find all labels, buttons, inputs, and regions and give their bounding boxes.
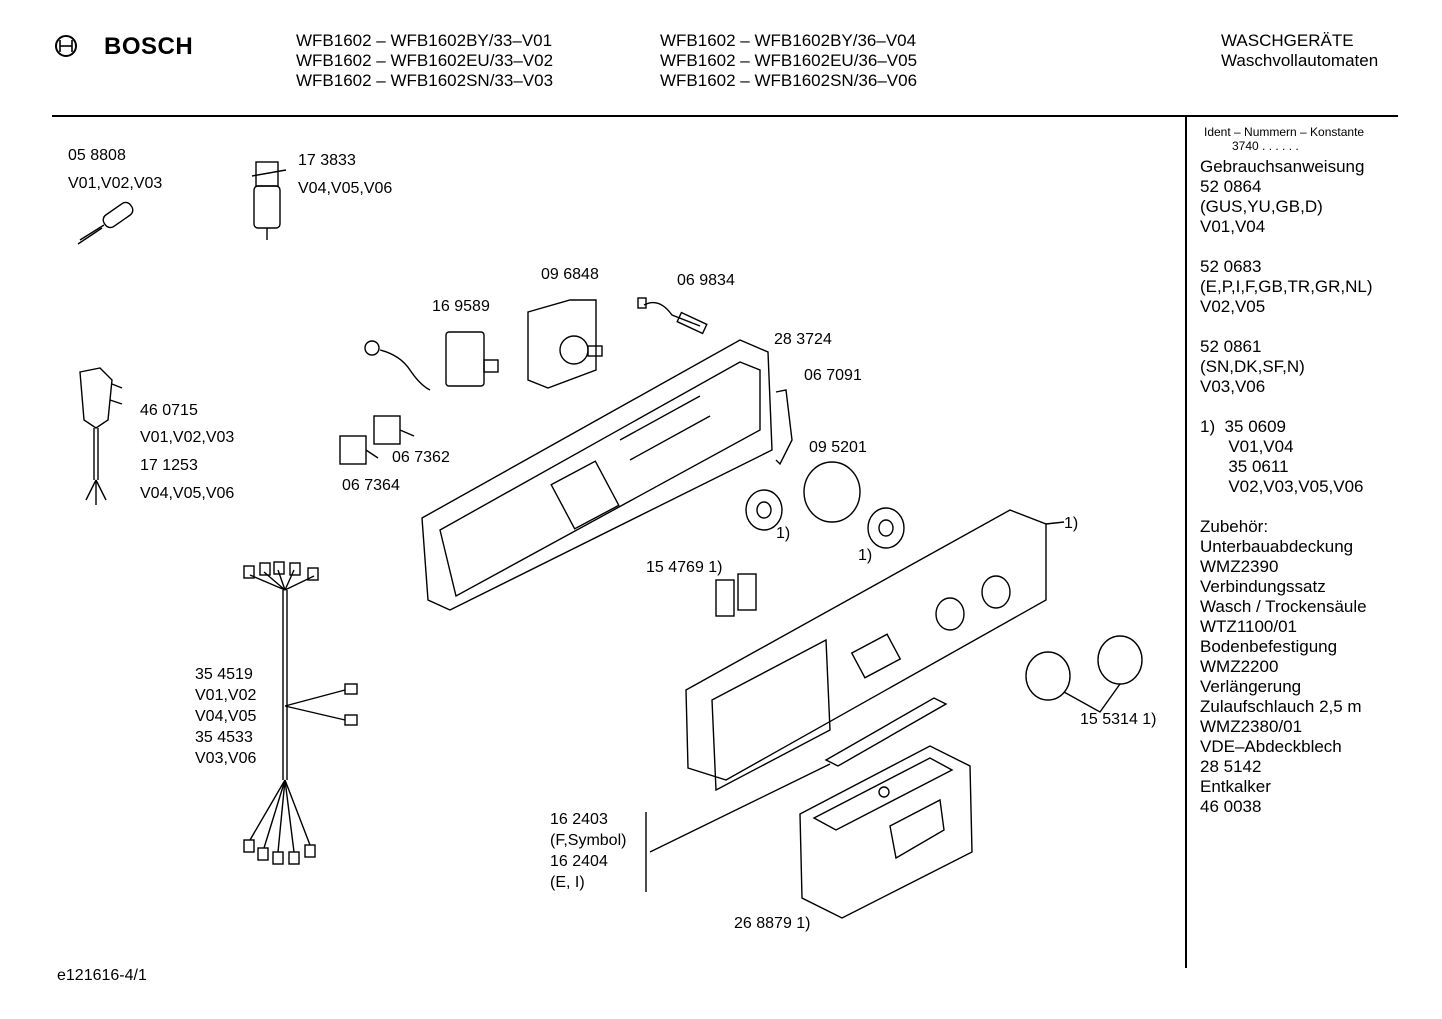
footnote-marker: 1) — [1064, 515, 1079, 532]
part-variant: V03,V06 — [195, 750, 257, 767]
sidebar-line: Unterbauabdeckung — [1200, 537, 1354, 556]
sidebar-line: V03,V06 — [1200, 377, 1266, 396]
sidebar-line: 28 5142 — [1200, 757, 1262, 776]
model-line: WFB1602 – WFB1602EU/36–V05 — [660, 51, 918, 70]
sidebar-line: Zubehör: — [1200, 517, 1269, 536]
model-line: WFB1602 – WFB1602SN/33–V03 — [296, 71, 554, 90]
push-button-part — [715, 573, 757, 617]
sidebar-parts-info: Ident – Nummern – Konstante 3740 . . . .… — [1200, 125, 1373, 817]
wiring-harness-part — [243, 561, 358, 865]
part-label: 35 4519 — [195, 666, 253, 683]
programme-selector-part — [527, 299, 603, 389]
sidebar-line: Entkalker — [1200, 777, 1271, 796]
ident-constant: 3740 . . . . . . — [1232, 139, 1299, 153]
mains-plug-part — [79, 367, 123, 505]
part-label: 17 3833 — [298, 152, 356, 169]
category: WASCHGERÄTE Waschvollautomaten — [1221, 31, 1378, 71]
knob-bushing-part — [745, 461, 905, 549]
part-note: (F,Symbol) — [550, 832, 627, 849]
sidebar-line: Verlängerung — [1200, 677, 1302, 696]
model-line: WFB1602 – WFB1602SN/36–V06 — [660, 71, 918, 90]
model-line: WFB1602 – WFB1602EU/33–V02 — [296, 51, 554, 70]
drawing-id: e121616-4/1 — [57, 967, 147, 984]
sidebar-line: (GUS,YU,GB,D) — [1200, 197, 1323, 216]
sidebar-line: 52 0683 — [1200, 257, 1262, 276]
sidebar-line: V02,V05 — [1200, 297, 1266, 316]
part-variant: V01,V02,V03 — [68, 175, 163, 192]
part-label: 09 6848 — [541, 266, 599, 283]
footnote-marker: 1) — [776, 525, 791, 542]
sidebar-line: Bodenbefestigung — [1200, 637, 1338, 656]
sidebar-line: 52 0861 — [1200, 337, 1262, 356]
model-list-left: WFB1602 – WFB1602BY/33–V01 WFB1602 – WFB… — [296, 31, 553, 91]
push-switch-part — [339, 415, 415, 465]
sidebar-line: 1) 35 0609 — [1200, 417, 1287, 436]
part-label: 06 7364 — [342, 477, 400, 494]
part-label: 06 9834 — [677, 272, 735, 289]
part-variant: V04,V05 — [195, 708, 257, 725]
model-line: WFB1602 – WFB1602BY/36–V04 — [660, 31, 917, 50]
part-label: 09 5201 — [809, 439, 867, 456]
sidebar-line: Zulaufschlauch 2,5 m — [1200, 697, 1362, 716]
part-variant: V01,V02 — [195, 687, 257, 704]
part-label: 06 7091 — [804, 367, 862, 384]
category-line1: WASCHGERÄTE — [1221, 31, 1354, 50]
sidebar-line: Gebrauchsanweisung — [1200, 157, 1365, 176]
part-label: 26 8879 1) — [734, 915, 811, 932]
control-panel-carrier — [421, 339, 773, 611]
part-variant: V04,V05,V06 — [298, 180, 393, 197]
part-label: 15 4769 1) — [646, 559, 723, 576]
part-variant: V04,V05,V06 — [140, 485, 235, 502]
part-label: 16 2403 — [550, 811, 608, 828]
sidebar-line: VDE–Abdeckblech — [1200, 737, 1342, 756]
part-label: 05 8808 — [68, 147, 126, 164]
sidebar-line: V01,V04 — [1200, 217, 1266, 236]
category-line2: Waschvollautomaten — [1221, 51, 1379, 70]
sidebar-line: WMZ2390 — [1200, 557, 1279, 576]
part-variant: V01,V02,V03 — [140, 429, 235, 446]
sidebar-line: (E,P,I,F,GB,TR,GR,NL) — [1200, 277, 1373, 296]
sidebar-line: 35 0611 — [1200, 457, 1289, 476]
capacitor-part — [77, 201, 134, 245]
symbol-strip-part — [645, 697, 948, 892]
ident-header: Ident – Nummern – Konstante — [1204, 125, 1365, 139]
brand-name: BOSCH — [104, 33, 194, 60]
footnote-marker: 1) — [858, 547, 873, 564]
model-line: WFB1602 – WFB1602BY/33–V01 — [296, 31, 553, 50]
sidebar-line: WMZ2380/01 — [1200, 717, 1303, 736]
sidebar-line: WTZ1100/01 — [1200, 617, 1298, 636]
sidebar-line: Wasch / Trockensäule — [1200, 597, 1367, 616]
part-label: 16 9589 — [432, 298, 490, 315]
control-knob-part — [1025, 635, 1143, 713]
sidebar-line: V01,V04 — [1200, 437, 1294, 456]
sidebar-line: 52 0864 — [1200, 177, 1262, 196]
sidebar-line: V02,V03,V05,V06 — [1200, 477, 1364, 496]
part-label: 35 4533 — [195, 729, 253, 746]
sensor-part — [637, 297, 708, 335]
detergent-drawer-part — [799, 745, 973, 919]
part-label: 46 0715 — [140, 402, 198, 419]
part-note: (E, I) — [550, 874, 585, 891]
model-list-right: WFB1602 – WFB1602BY/36–V04 WFB1602 – WFB… — [660, 31, 917, 91]
sidebar-line: 46 0038 — [1200, 797, 1262, 816]
sidebar-line: Verbindungssatz — [1200, 577, 1326, 596]
sidebar-line: WMZ2200 — [1200, 657, 1279, 676]
part-label: 06 7362 — [392, 449, 450, 466]
part-label: 15 5314 1) — [1080, 711, 1157, 728]
sidebar-line: (SN,DK,SF,N) — [1200, 357, 1305, 376]
selector-switch-part — [364, 331, 499, 391]
part-label: 28 3724 — [774, 331, 832, 348]
suppressor-part — [251, 161, 287, 240]
spring-clip-part — [775, 389, 793, 466]
part-label: 17 1253 — [140, 457, 198, 474]
part-label: 16 2404 — [550, 853, 608, 870]
front-panel-part — [685, 509, 1065, 792]
